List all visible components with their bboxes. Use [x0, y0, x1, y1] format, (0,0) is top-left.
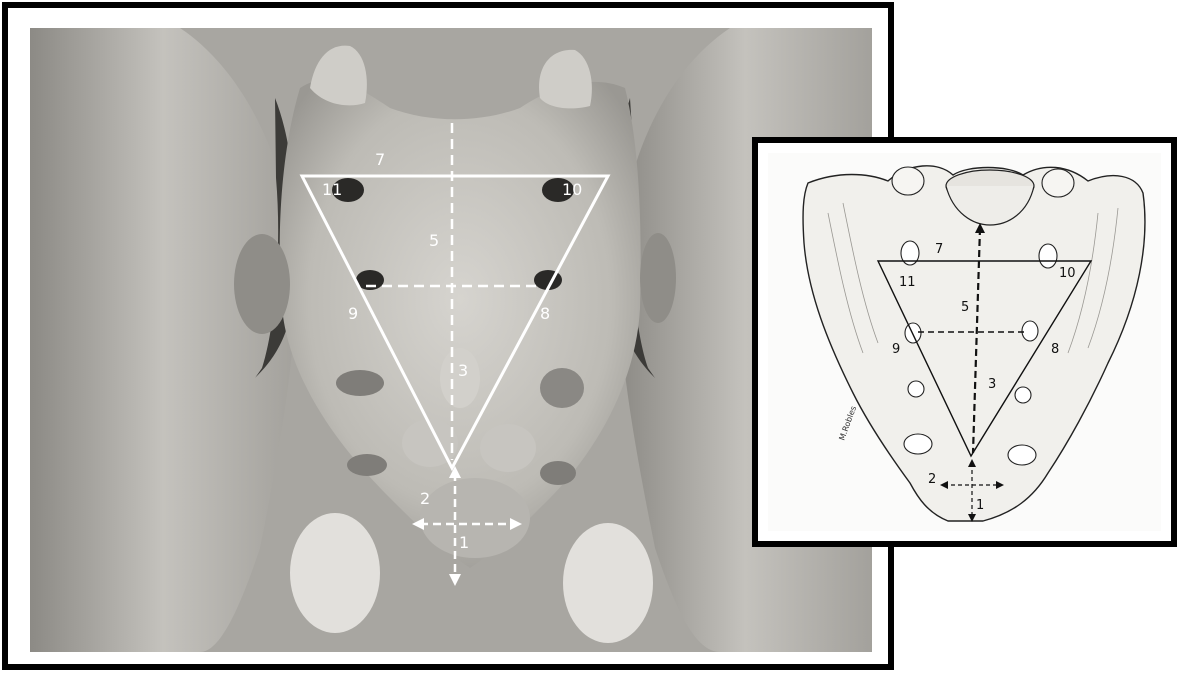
photo-label-1: 1	[459, 533, 469, 552]
photo-label-9: 9	[348, 304, 358, 323]
drawing-label-1: 1	[976, 498, 984, 513]
drawing-label-10: 10	[1059, 266, 1076, 281]
drawing-label-9: 9	[892, 342, 900, 357]
drawing-label-8: 8	[1051, 342, 1059, 357]
foramen-s4-right	[540, 461, 576, 485]
drawing-foramen-s1-right	[1039, 244, 1057, 268]
drawing-foramen-s2-right	[1022, 321, 1038, 341]
photo-label-7: 7	[375, 150, 385, 169]
drawing-label-7: 7	[935, 242, 943, 257]
right-auricular-surface	[640, 233, 676, 323]
drawing-right-process	[1042, 169, 1074, 197]
photo-svg: 7 11 10 5 9 8 3 2 1	[30, 28, 872, 652]
right-coccygeal-cornu	[480, 424, 536, 472]
drawing-left-process	[892, 167, 924, 195]
right-lower-shadow	[563, 523, 653, 643]
drawing-foramen-s4-right	[1008, 445, 1036, 465]
sacrum-photograph: 7 11 10 5 9 8 3 2 1	[30, 28, 872, 652]
drawing-foramen-s3-left	[908, 381, 924, 397]
photo-label-8: 8	[540, 304, 550, 323]
drawing-foramen-s4-left	[904, 434, 932, 454]
photo-label-11: 11	[322, 180, 342, 199]
sacrum-drawing: 7 11 10 5 9 8 3 2 1 M.Robles	[768, 153, 1161, 531]
drawing-panel: 7 11 10 5 9 8 3 2 1 M.Robles	[752, 137, 1177, 547]
photo-label-5: 5	[429, 231, 439, 250]
foramen-s4-left	[347, 454, 387, 476]
photo-label-10: 10	[562, 180, 582, 199]
foramen-s3-right	[540, 368, 584, 408]
drawing-label-5: 5	[961, 300, 969, 315]
left-ilium	[30, 28, 296, 652]
drawing-foramen-s3-right	[1015, 387, 1031, 403]
left-lower-shadow	[290, 513, 380, 633]
coccyx-region	[420, 478, 530, 558]
drawing-svg: 7 11 10 5 9 8 3 2 1 M.Robles	[768, 153, 1161, 531]
photo-label-3: 3	[458, 361, 468, 380]
left-auricular-surface	[234, 234, 290, 334]
drawing-label-2: 2	[928, 472, 936, 487]
drawing-label-11: 11	[899, 275, 916, 290]
foramen-s3-left	[336, 370, 384, 396]
photo-label-2: 2	[420, 489, 430, 508]
drawing-label-3: 3	[988, 377, 996, 392]
